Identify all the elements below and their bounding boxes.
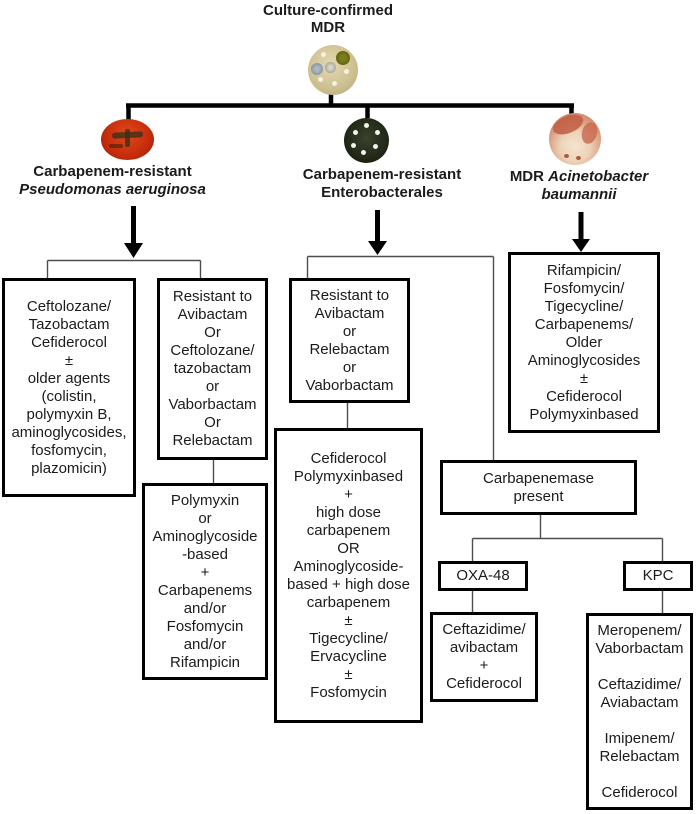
pseudomonas-plate-icon: [101, 119, 154, 160]
colony-dot: [351, 143, 356, 148]
top-tree-connector: [126, 92, 574, 121]
branch-acinetobacter-line2: baumannii: [541, 186, 617, 203]
disc-spot: [325, 62, 336, 73]
figure-title-line2: MDR: [310, 19, 346, 36]
arrow-right-shaft: [578, 212, 584, 240]
box-oxa48-label: OXA-48: [456, 567, 510, 584]
disc-spot: [311, 63, 323, 75]
arrow-left-shaft: [131, 206, 136, 244]
colony-dot: [353, 130, 358, 135]
disc-spot: [332, 81, 337, 86]
box-kpc: KPC: [623, 561, 693, 591]
box-rifampicin-regimen: Rifampicin/Fosfomycin/Tigecycline/Carbap…: [508, 252, 660, 433]
branch-acinetobacter-line1: MDR Acinetobacter: [509, 168, 649, 185]
arrow-middle-head: [368, 241, 387, 255]
mdr-culture-plate-icon: [308, 45, 358, 95]
colony-dot: [361, 150, 366, 155]
branch-pseudomonas-line2: Pseudomonas aeruginosa: [19, 181, 206, 198]
enterobacterales-plate-icon: [344, 118, 389, 163]
plate-patch: [579, 120, 600, 146]
colony-dot: [373, 144, 378, 149]
arrow-middle-shaft: [375, 210, 380, 242]
colony-dot: [364, 123, 369, 128]
branch-label-pseudomonas: Carbapenem-resistant Pseudomonas aerugin…: [10, 163, 215, 199]
disc-spot: [321, 52, 326, 57]
box-ceftazidime-text: Ceftazidime/avibactam+Cefiderocol: [442, 621, 526, 692]
figure-title-line1: Culture-confirmed: [262, 2, 393, 19]
colony-dot: [375, 130, 380, 135]
branch-label-acinetobacter: MDR Acinetobacter baumannii: [494, 168, 664, 204]
branch-enterobacterales-line1: Carbapenem-resistant: [302, 166, 462, 183]
plate-streak: [109, 144, 123, 148]
branch-enterobacterales-line2: Enterobacterales: [321, 184, 443, 201]
figure-title: Culture-confirmed MDR: [228, 2, 428, 36]
branch-label-enterobacterales: Carbapenem-resistant Enterobacterales: [292, 166, 472, 202]
plate-patch: [576, 156, 581, 160]
branch-pseudomonas-line1: Carbapenem-resistant: [33, 163, 192, 180]
arrow-right-head: [572, 239, 590, 252]
disc-spot: [318, 77, 323, 82]
arrow-left-head: [124, 243, 143, 258]
box-rifampicin-text: Rifampicin/Fosfomycin/Tigecycline/Carbap…: [527, 261, 641, 423]
box-oxa48: OXA-48: [438, 561, 528, 591]
disc-spot: [344, 69, 349, 74]
branch-arrows: [124, 206, 590, 258]
box-kpc-label: KPC: [642, 567, 674, 584]
box-ceftazidime-regimen: Ceftazidime/avibactam+Cefiderocol: [430, 612, 538, 702]
acinetobacter-plate-icon: [549, 110, 601, 165]
plate-patch: [564, 154, 569, 158]
plate-streak: [125, 129, 130, 147]
disc-spot: [336, 51, 350, 65]
